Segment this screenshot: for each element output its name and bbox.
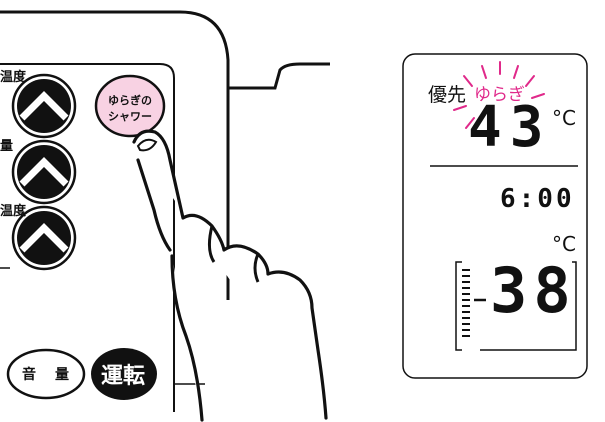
level-graph [462, 269, 470, 337]
bottom-unit: °C [552, 232, 576, 256]
top-unit: °C [552, 106, 576, 130]
up-button-3 [11, 205, 77, 271]
yuragi-button-label-2[interactable]: シャワー [108, 110, 152, 123]
up-button-1 [11, 73, 77, 139]
bottom-temperature: 38 [490, 254, 577, 327]
priority-label: 優先 [428, 84, 467, 106]
up-button-2 [11, 139, 77, 205]
volume-button-label-right[interactable]: 量 [55, 367, 69, 383]
volume-button-label-left[interactable]: 音 [22, 367, 36, 383]
top-temperature: 43 [468, 95, 552, 160]
yuragi-indicator: ゆらぎ [474, 85, 525, 105]
hand-icon [132, 129, 328, 422]
bottom-bracket [455, 261, 577, 351]
yuragi-button-label-1[interactable]: ゆらぎの [108, 94, 152, 107]
control-panel-outline [0, 63, 175, 412]
label-volume: 量 [0, 139, 14, 154]
housing-step [228, 62, 330, 90]
volume-button-shape [6, 348, 86, 400]
label-temp-2: 温度 [0, 204, 27, 219]
run-button-label[interactable]: 運転 [101, 364, 146, 389]
glow-rays-icon [453, 61, 545, 129]
label-temp-1: 温度 [0, 70, 27, 85]
display-frame [402, 53, 588, 379]
yuragi-button-shape [94, 74, 166, 138]
clock-time: 6:00 [500, 184, 575, 214]
housing-outline [0, 10, 230, 300]
run-button-shape [91, 348, 157, 400]
